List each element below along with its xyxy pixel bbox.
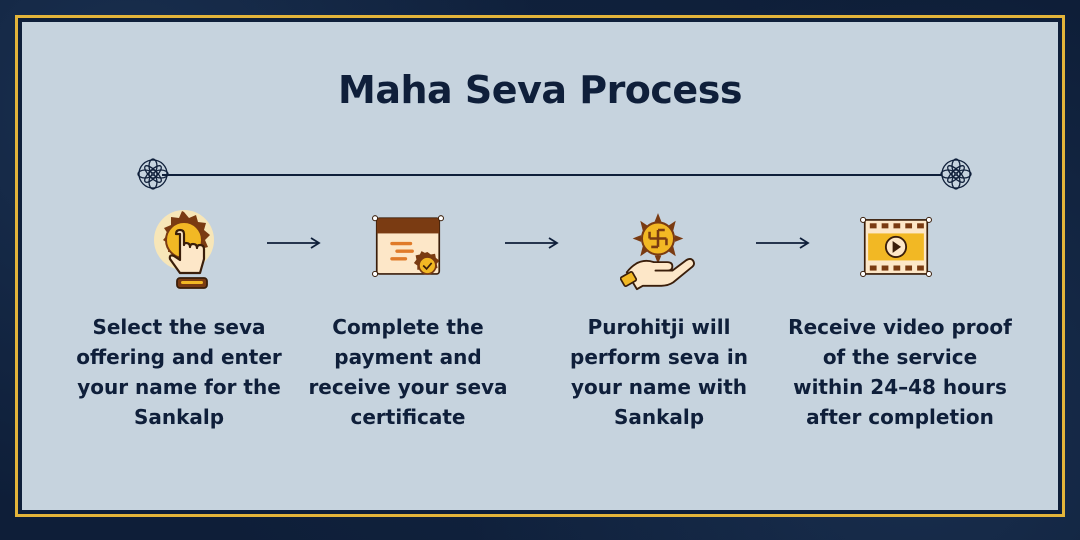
swastik-hand-icon xyxy=(620,213,695,291)
mandala-left-icon xyxy=(137,158,169,190)
arrow-right-icon xyxy=(505,237,559,249)
step-4-text: Receive video proof of the service withi… xyxy=(788,315,1012,429)
divider-line xyxy=(162,174,942,176)
step-2-text: Complete the payment and receive your se… xyxy=(308,315,508,429)
step-3-text: Purohitji will perform seva in your name… xyxy=(570,315,748,429)
mandala-right-icon xyxy=(940,158,972,190)
certificate-icon xyxy=(372,215,444,277)
step-1-text: Select the seva offering and enter your … xyxy=(76,315,282,429)
finger-tap-icon xyxy=(154,210,214,289)
video-play-icon xyxy=(860,216,932,277)
arrow-right-icon xyxy=(267,237,321,249)
arrow-right-icon xyxy=(756,237,810,249)
page-title: Maha Seva Process xyxy=(338,68,742,112)
